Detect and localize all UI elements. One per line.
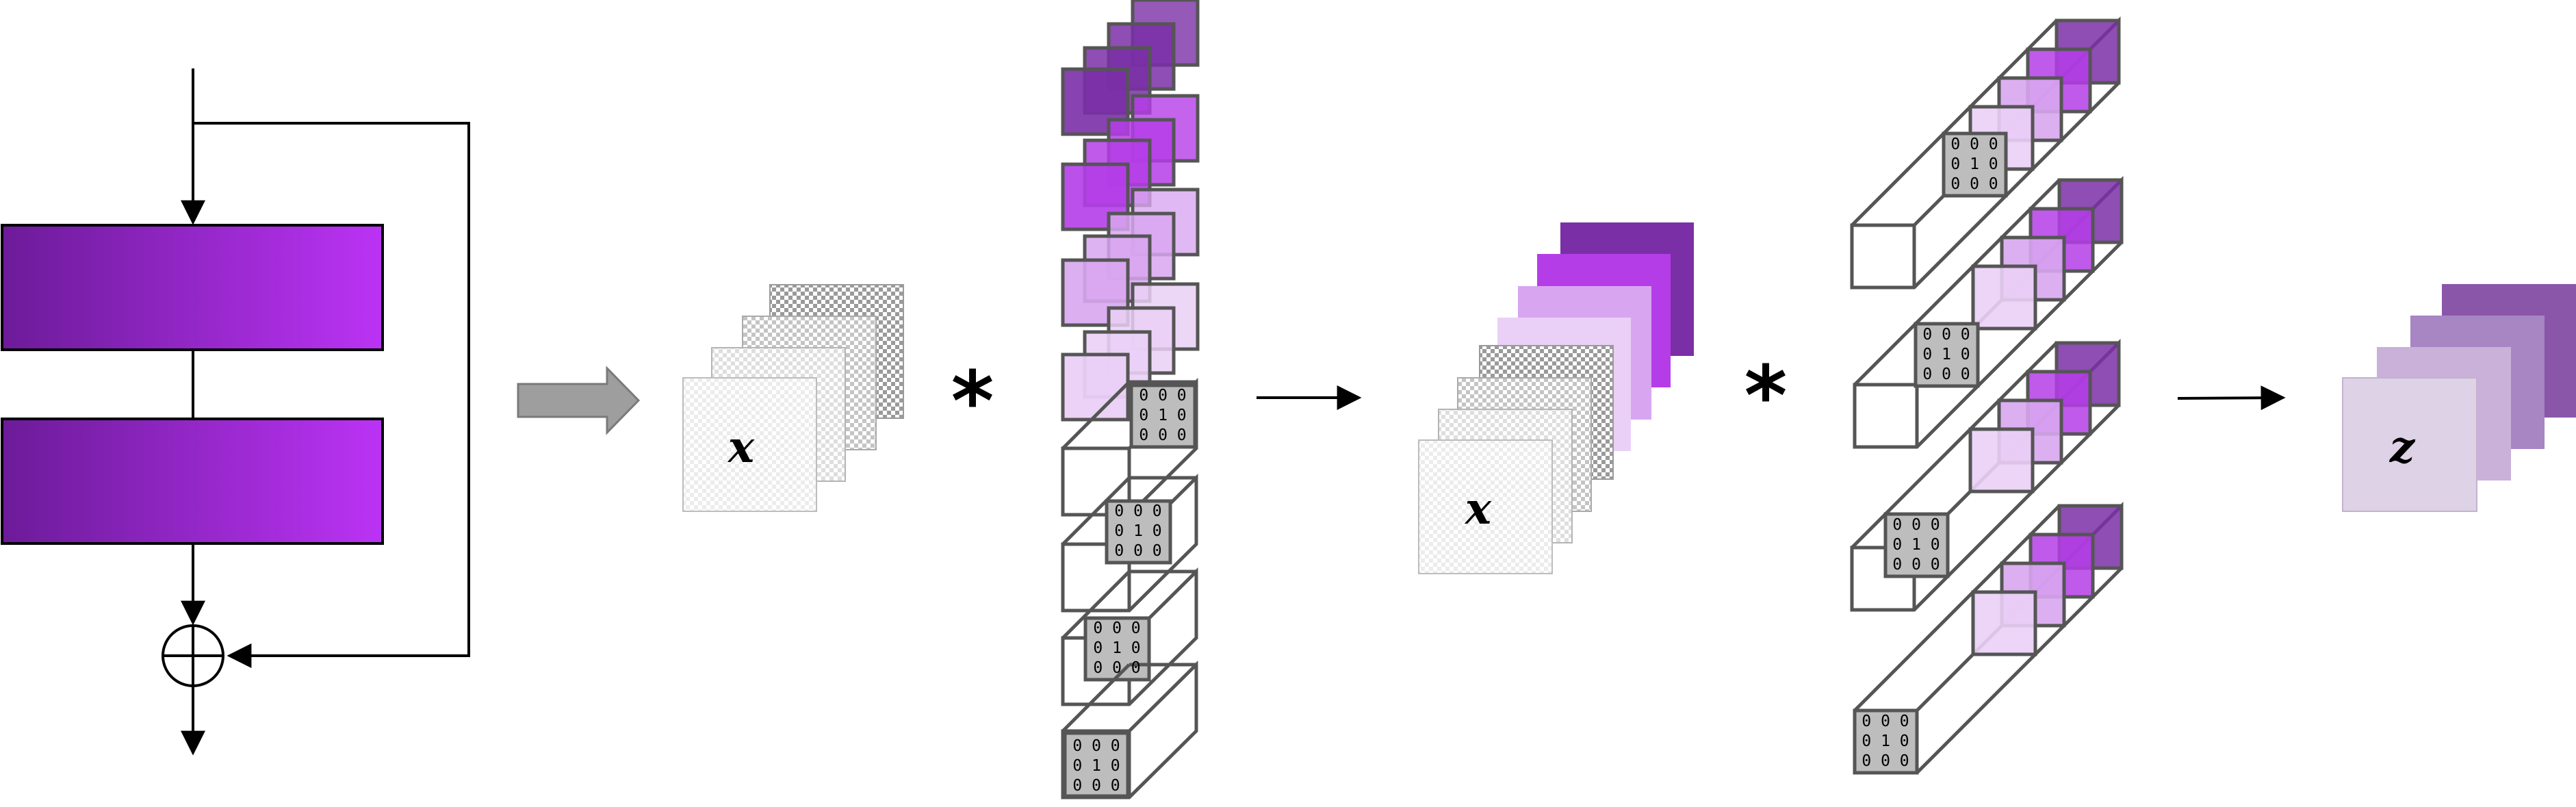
kernel-column-2: [1850, 16, 2124, 775]
matrix-row: 0 0 0: [1892, 556, 1940, 574]
kernel-bar-4: [1853, 501, 2124, 775]
kernel-bar-2: [1853, 175, 2124, 449]
matrix-row: 0 1 0: [1922, 346, 1970, 363]
equivalence-arrow: [517, 366, 641, 435]
matrix-row: 0 0 0: [1950, 175, 1998, 193]
learned-kernel-3: [1061, 188, 1200, 327]
matrix-row: 0 1 0: [1892, 536, 1940, 554]
matrix-row: 0 0 0: [1862, 752, 1909, 770]
identity-kernel-block-2: [1061, 474, 1198, 613]
matrix-row: 0 0 0: [1950, 136, 1998, 153]
kernel-column-1: [1061, 0, 1200, 799]
skip-connection: [193, 122, 470, 668]
matrix-row: 0 1 0: [1950, 155, 1998, 173]
identity-kernel-block-3: [1061, 567, 1198, 706]
layer-block-2: [1, 418, 384, 545]
identity-matrix-text-col1: 0 0 0 0 1 0 0 0 0 0 0 0 0 1 0 0 0 0 0 0 …: [1072, 387, 1186, 795]
input-variable-label: x: [727, 422, 755, 473]
matrix-row: 0 0 0: [1139, 387, 1186, 405]
matrix-row: 0 1 0: [1093, 639, 1140, 657]
kernel-bar-1: [1850, 16, 2121, 290]
identity-matrix-text-col2: 0 0 0 0 1 0 0 0 0 0 0 0 0 1 0 0 0 0 0 0 …: [1862, 136, 1998, 770]
matrix-row: 0 0 0: [1862, 713, 1909, 730]
input-channel-1: [682, 377, 817, 512]
matrix-row: 0 0 0: [1892, 516, 1940, 534]
convolution-operator-2: *: [1744, 349, 1788, 444]
matrix-row: 0 1 0: [1139, 407, 1186, 424]
intermediate-variable-label: x: [1464, 483, 1492, 535]
learned-kernel-1: [1061, 0, 1200, 136]
residual-block: [1, 68, 470, 756]
matrix-row: 0 0 0: [1139, 426, 1186, 444]
layer-block-1: [1, 224, 384, 351]
matrix-row: 0 0 0: [1922, 366, 1970, 383]
kernel-bar-3: [1850, 338, 2121, 612]
matrix-row: 0 0 0: [1093, 659, 1140, 677]
identity-kernel-block-4: [1061, 661, 1198, 799]
matrix-row: 0 0 0: [1114, 542, 1161, 560]
sum-node: [162, 624, 224, 687]
matrix-row: 0 0 0: [1093, 619, 1140, 637]
learned-kernel-4: [1061, 282, 1200, 422]
matrix-row: 0 0 0: [1114, 502, 1161, 520]
output-channel-1: [2342, 377, 2477, 512]
matrix-row: 0 1 0: [1114, 522, 1161, 540]
convolution-operator-1: *: [951, 355, 994, 450]
intermediate-feature-stack: x: [1418, 222, 1694, 574]
matrix-row: 0 0 0: [1922, 326, 1970, 344]
intermediate-channel: [1418, 439, 1553, 574]
matrix-row: 0 1 0: [1072, 757, 1120, 775]
output-feature-stack: z: [2342, 284, 2576, 512]
input-feature-stack: x: [682, 284, 904, 512]
output-variable-label: z: [2389, 422, 2416, 473]
matrix-row: 0 1 0: [1862, 732, 1909, 750]
matrix-row: 0 0 0: [1072, 777, 1120, 795]
matrix-row: 0 0 0: [1072, 737, 1120, 755]
